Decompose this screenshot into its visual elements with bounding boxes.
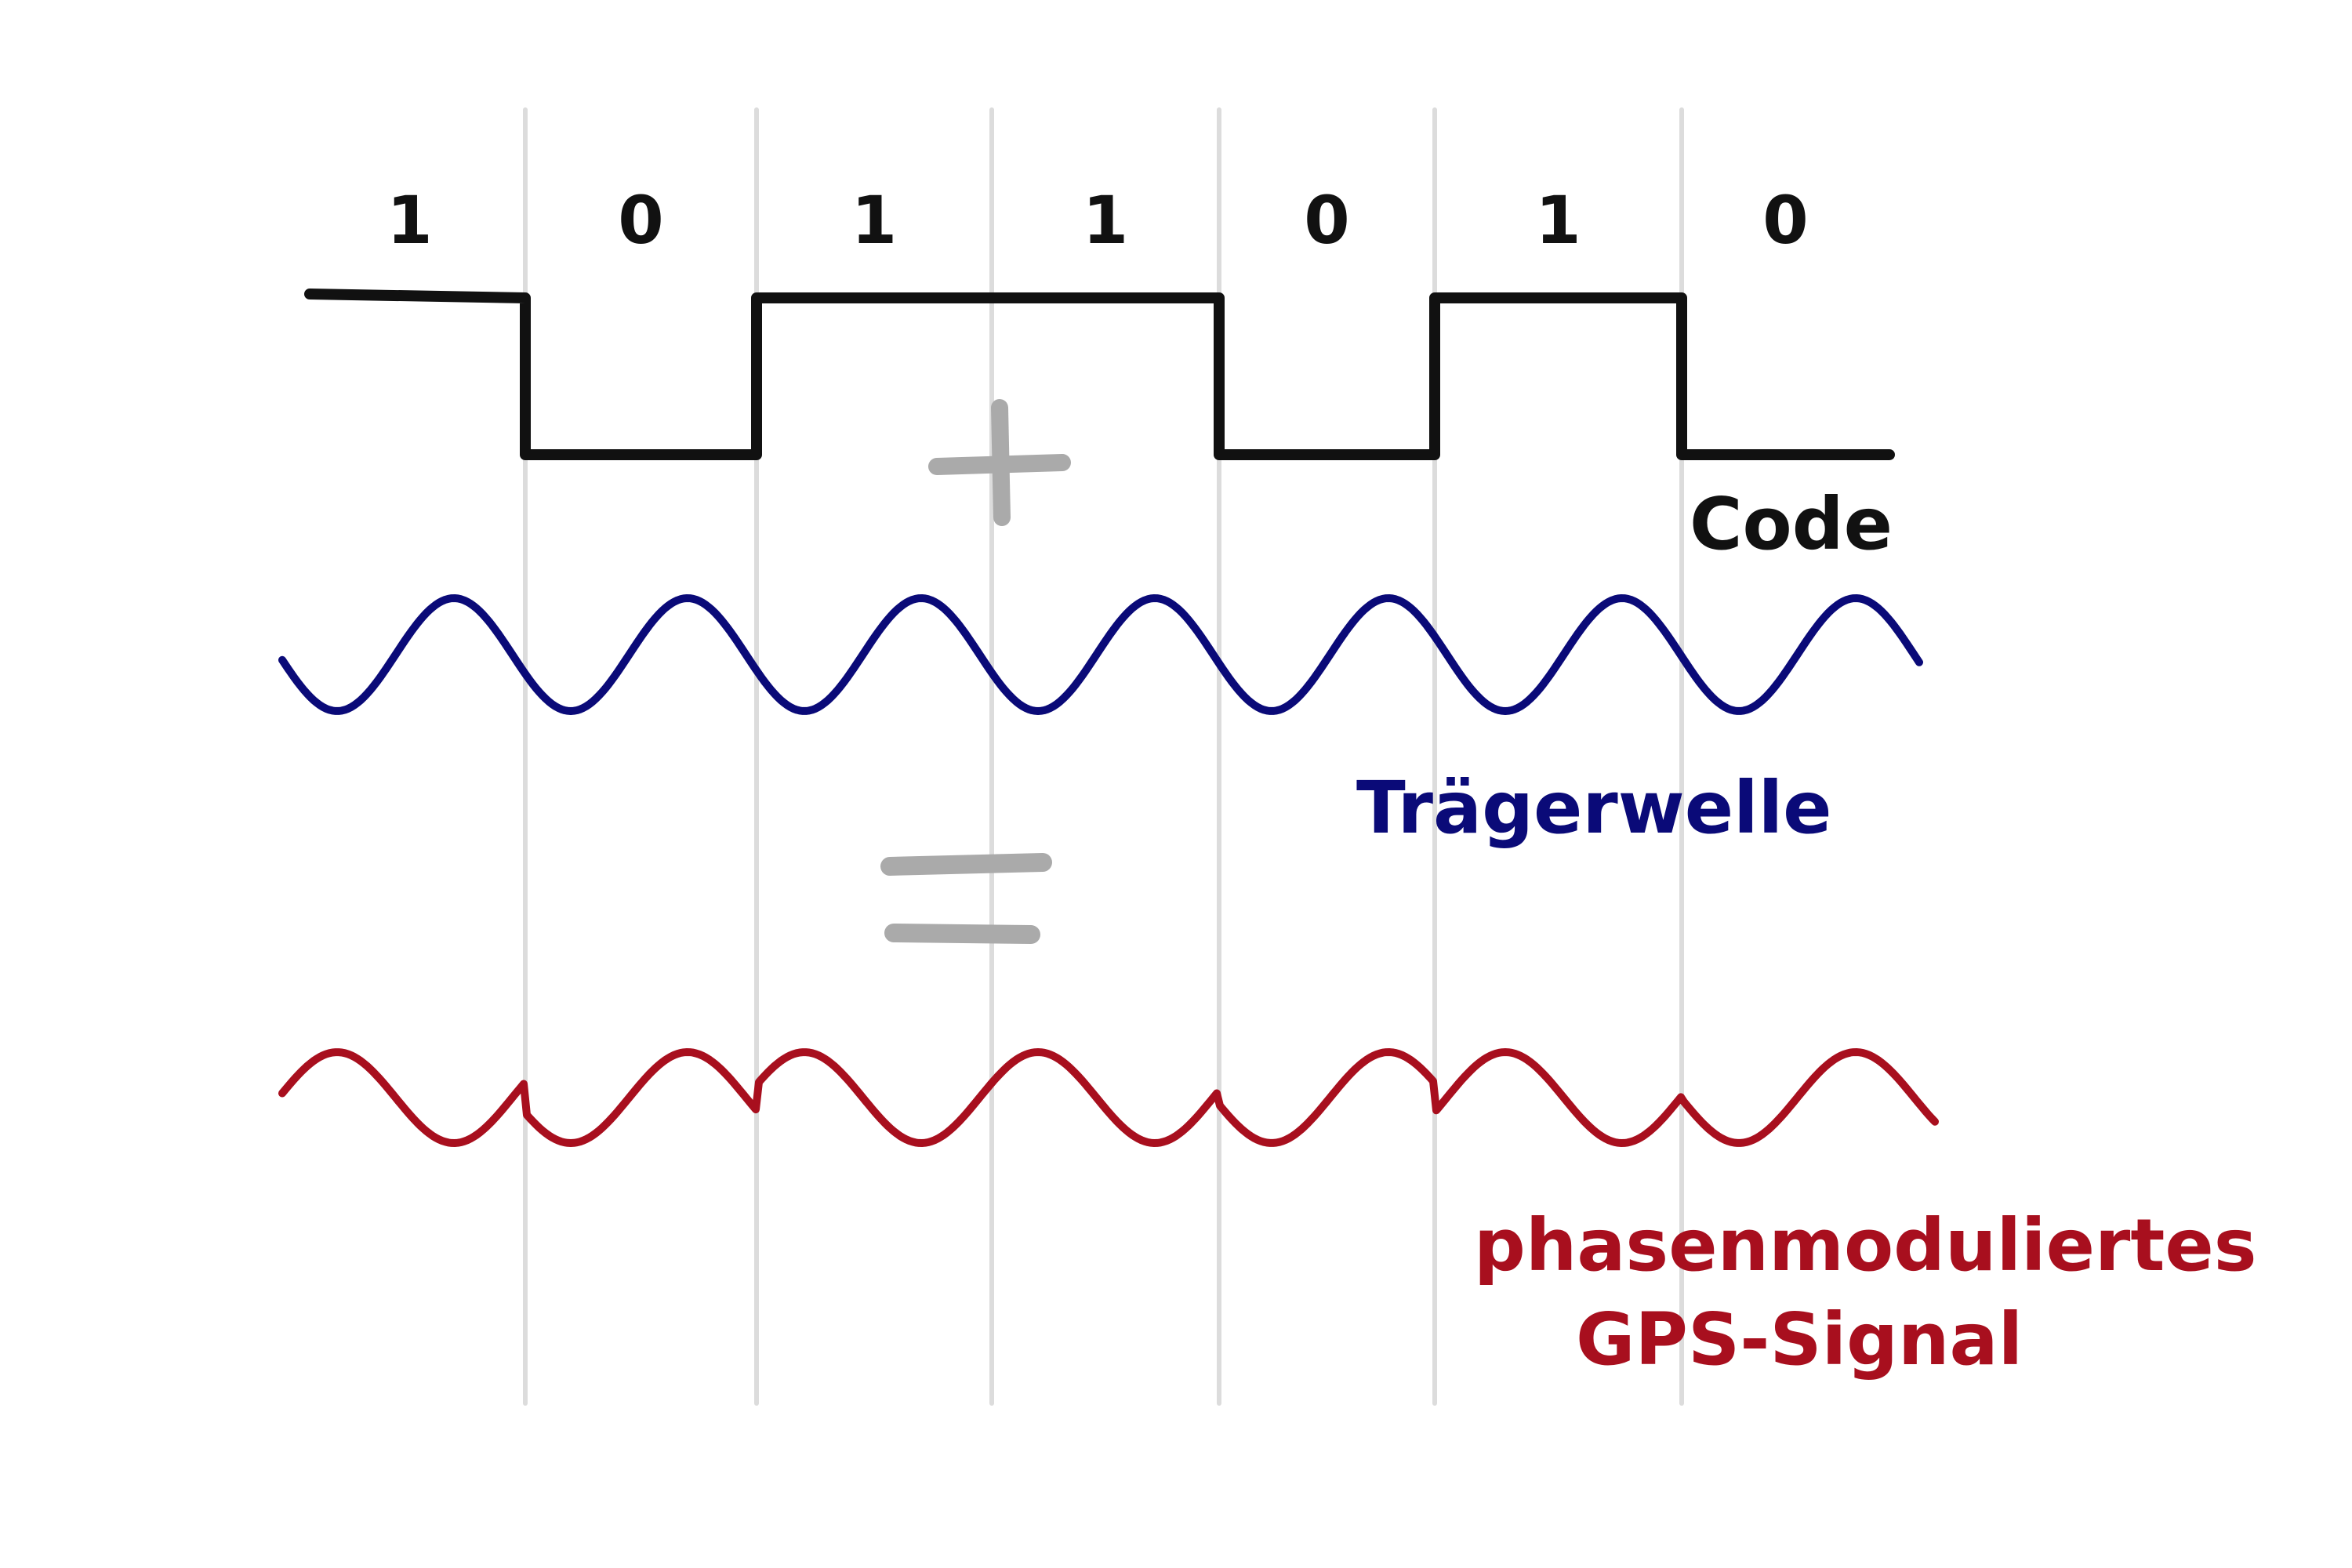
code-label: Code [1690,482,1893,566]
code-bit-label: 0 [618,182,663,259]
signal-label-line2: GPS-Signal [1576,1298,2023,1381]
plus-icon [928,399,1071,526]
signal-label-line1: phasenmoduliertes [1474,1203,2256,1287]
code-bit-label: 1 [1535,182,1581,259]
code-bit-label: 1 [387,182,432,259]
code-bit-label: 1 [851,182,897,259]
code-bit-label: 1 [1083,182,1128,259]
equals-icon [880,853,1052,944]
phase-modulated-signal-wave [278,1048,1939,1147]
code-bit-labels: 1 0 1 1 0 1 0 [387,182,1808,259]
code-bit-label: 0 [1762,182,1808,259]
code-square-wave [304,289,1895,460]
code-bit-label: 0 [1304,182,1349,259]
carrier-label: Trägerwelle [1356,766,1832,850]
carrier-wave [278,594,1923,715]
